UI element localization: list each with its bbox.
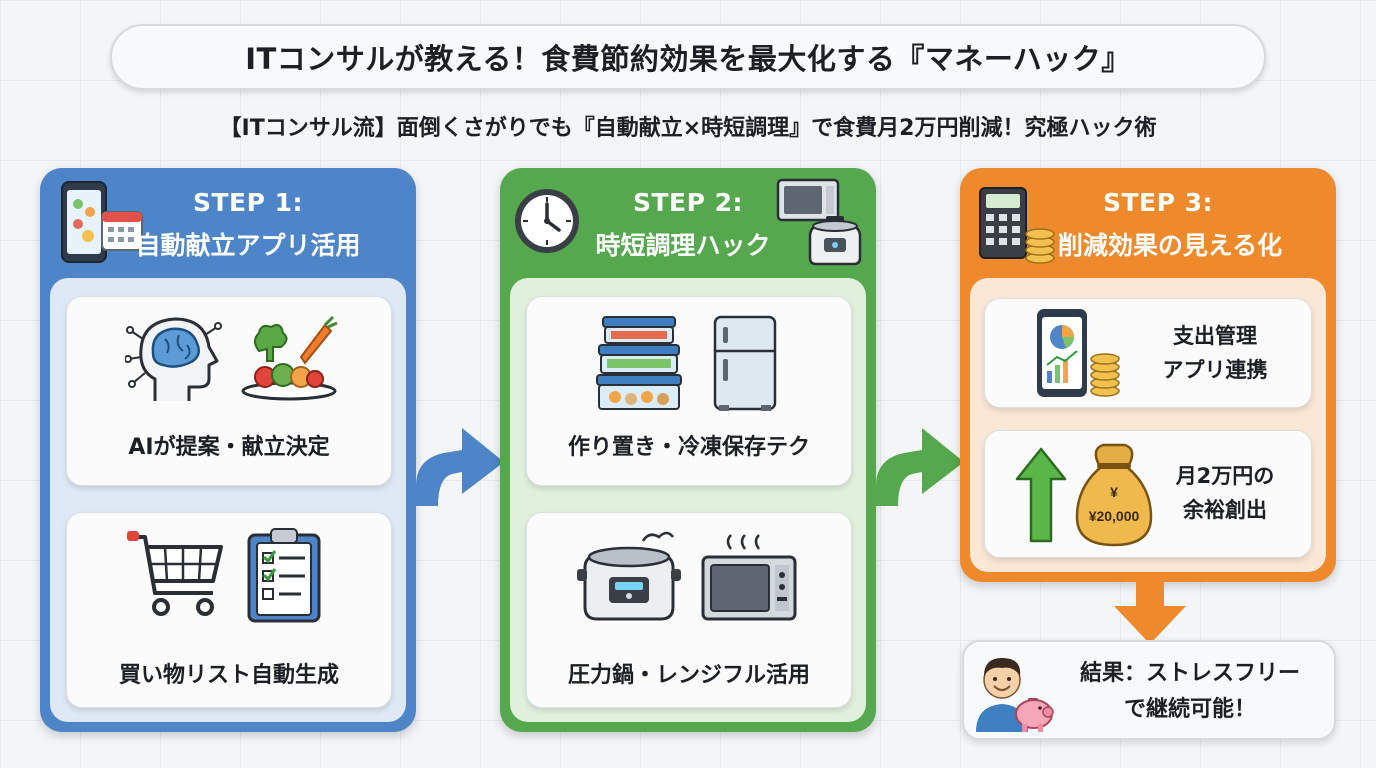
calculator-coins-icon — [979, 187, 1055, 264]
card-ai-menu: AIが提案・献立決定 — [66, 296, 392, 486]
step-1-body: AIが提案・献立決定 — [50, 278, 406, 722]
card-batch-cooking: 作り置き・冷凍保存テク — [526, 296, 852, 486]
smartphone-calendar-icon — [61, 181, 143, 263]
step-3-number: STEP 3: — [1102, 188, 1214, 217]
finance-app-icon — [1037, 309, 1120, 397]
up-arrow-icon — [1015, 447, 1067, 543]
card-expense-app: 支出管理 アプリ連携 — [984, 298, 1312, 408]
person-piggy-bank-icon — [976, 658, 1054, 732]
step-3-body: 支出管理 アプリ連携 ¥ ¥20,000 月2万円の 余裕創出 — [970, 278, 1326, 572]
microwave-icon — [701, 534, 797, 621]
card-shopping-list-label: 買い物リスト自動生成 — [118, 663, 339, 688]
result-text: 結果：ストレスフリー で継続可能！ — [1052, 656, 1328, 728]
card-appliances-label: 圧力鍋・レンジフル活用 — [567, 663, 810, 688]
result-line2: で継続可能！ — [1123, 697, 1256, 722]
card-expense-app-line1: 支出管理 — [1173, 324, 1257, 348]
refrigerator-icon — [713, 315, 777, 411]
svg-text:¥: ¥ — [1110, 484, 1118, 500]
step-1-title: 自動献立アプリ活用 — [135, 231, 361, 260]
card-expense-app-line2: アプリ連携 — [1162, 358, 1268, 382]
money-bag-icon: ¥ ¥20,000 — [1075, 443, 1153, 547]
card-savings: ¥ ¥20,000 月2万円の 余裕創出 — [984, 430, 1312, 558]
step-3-title: 削減効果の見える化 — [1057, 231, 1283, 260]
page-title: ITコンサルが教える！食費節約効果を最大化する『マネーハック』 — [110, 24, 1266, 90]
step-2-body: 作り置き・冷凍保存テク 圧力鍋・レンジフル活用 — [510, 278, 866, 722]
card-appliances: 圧力鍋・レンジフル活用 — [526, 512, 852, 708]
microwave-rice-cooker-icon — [776, 178, 862, 266]
result-line1: 結果：ストレスフリー — [1079, 661, 1300, 686]
card-savings-line2: 余裕創出 — [1183, 498, 1267, 522]
card-savings-label: 月2万円の 余裕創出 — [1155, 459, 1295, 527]
step-3-header: STEP 3: 削減効果の見える化 — [960, 168, 1336, 286]
shopping-cart-icon — [127, 531, 223, 616]
food-containers-icon — [596, 316, 682, 410]
ai-brain-icon — [125, 317, 222, 401]
step-2-panel: STEP 2: 時短調理ハック — [500, 168, 876, 732]
pressure-cooker-icon — [577, 531, 681, 621]
clock-icon — [515, 189, 579, 253]
step-2-title: 時短調理ハック — [595, 231, 771, 260]
card-expense-app-label: 支出管理 アプリ連携 — [1135, 319, 1295, 387]
card-shopping-list: 買い物リスト自動生成 — [66, 512, 392, 708]
flow-arrow-2-to-3 — [876, 428, 964, 506]
flow-arrow-down-to-result — [1114, 580, 1186, 644]
vegetable-plate-icon — [241, 315, 338, 401]
flow-arrow-1-to-2 — [416, 428, 504, 506]
step-2-number: STEP 2: — [632, 188, 744, 217]
checklist-clipboard-icon — [247, 528, 321, 623]
step-2-header: STEP 2: 時短調理ハック — [500, 168, 876, 286]
step-3-panel: STEP 3: 削減効果の見える化 支出管理 アプリ連携 — [960, 168, 1336, 582]
card-batch-cooking-label: 作り置き・冷凍保存テク — [567, 435, 810, 460]
step-1-panel: STEP 1: 自動献立アプリ活用 — [40, 168, 416, 732]
page-subtitle: 【ITコンサル流】面倒くさがりでも『自動献立×時短調理』で食費月2万円削減！究極… — [219, 116, 1157, 141]
step-1-header: STEP 1: 自動献立アプリ活用 — [40, 168, 416, 286]
step-1-number: STEP 1: — [192, 188, 304, 217]
svg-text:¥20,000: ¥20,000 — [1089, 508, 1140, 524]
card-ai-menu-label: AIが提案・献立決定 — [128, 435, 330, 460]
result-box: 結果：ストレスフリー で継続可能！ — [962, 640, 1336, 740]
card-savings-line1: 月2万円の — [1175, 464, 1275, 488]
